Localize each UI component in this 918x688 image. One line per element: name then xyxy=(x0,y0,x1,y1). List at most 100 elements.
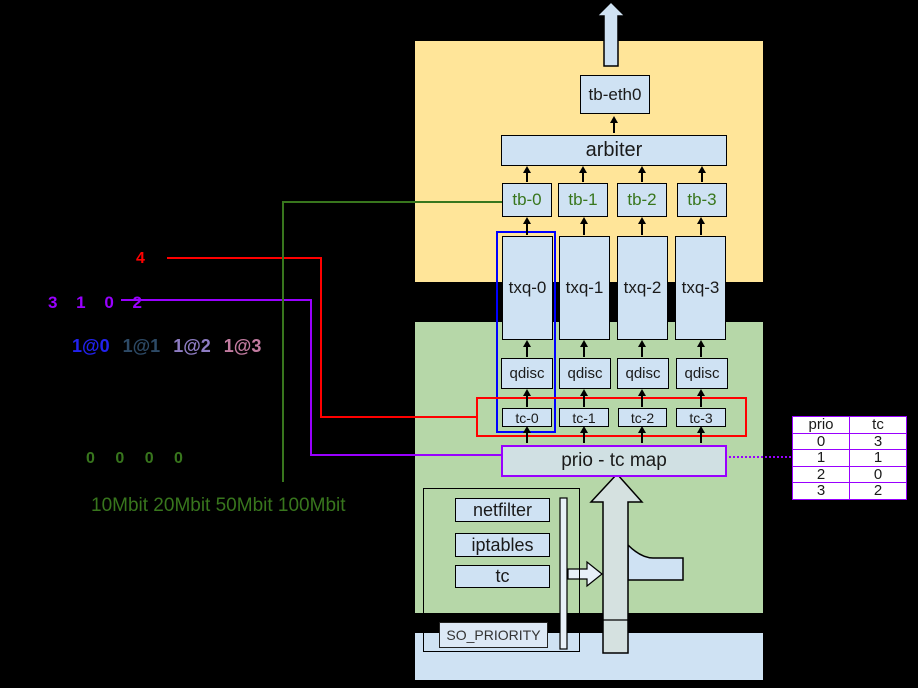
txq-1-label: txq-1 xyxy=(565,278,604,297)
dotted-map-table-line xyxy=(729,456,791,458)
green-connector-line xyxy=(282,201,284,482)
table-header-row: prio tc xyxy=(792,416,907,434)
queue-ids-label: 1@0 1@1 1@2 1@3 xyxy=(72,336,261,357)
txq-1-box: txq-1 xyxy=(559,236,610,340)
txq-3-label: txq-3 xyxy=(681,278,720,297)
prio-header: prio xyxy=(792,416,850,434)
table-cell: 2 xyxy=(792,465,850,483)
flow-arrow xyxy=(638,426,646,443)
so-priority-label: SO_PRIORITY xyxy=(446,627,541,643)
txq-2-box: txq-2 xyxy=(617,236,668,340)
table-row: 3 2 xyxy=(792,482,907,500)
purple-connector-line xyxy=(121,299,311,301)
qdisc-3-box: qdisc xyxy=(676,358,728,389)
queue-id-1: 1@1 xyxy=(122,336,161,356)
tc-row-highlight-rect xyxy=(476,397,747,437)
purple-connector-line xyxy=(310,299,312,456)
netfilter-box: netfilter xyxy=(455,498,550,522)
queue-id-3: 1@3 xyxy=(223,336,262,356)
tc-3-box: tc-3 xyxy=(676,408,726,427)
table-cell: 3 xyxy=(792,482,850,500)
tc-header: tc xyxy=(849,416,907,434)
flow-arrow xyxy=(523,426,531,443)
prio-tc-map-label: prio - tc map xyxy=(561,450,667,471)
table-cell: 0 xyxy=(849,465,907,483)
tc-2-box: tc-2 xyxy=(618,408,667,427)
queue-id-2: 1@2 xyxy=(173,336,211,356)
flow-arrow xyxy=(638,217,646,235)
flow-arrow xyxy=(697,389,705,407)
table-row: 1 1 xyxy=(792,449,907,467)
bands-value-label: 4 xyxy=(136,250,145,267)
table-cell: 1 xyxy=(792,449,850,467)
so-priority-box: SO_PRIORITY xyxy=(439,622,548,648)
flow-arrow xyxy=(697,426,705,443)
table-cell: 2 xyxy=(849,482,907,500)
qdisc-2-label: qdisc xyxy=(625,365,661,382)
tc-3-label: tc-3 xyxy=(689,409,713,426)
qdisc-0-box: qdisc xyxy=(501,358,553,389)
tb-2-box: tb-2 xyxy=(617,183,667,217)
txq-0-label: txq-0 xyxy=(508,278,547,297)
txq-0-box: txq-0 xyxy=(502,236,553,340)
qdisc-0-label: qdisc xyxy=(509,365,545,382)
tc-0-box: tc-0 xyxy=(502,408,552,427)
purple-connector-line xyxy=(310,454,502,456)
flow-arrow xyxy=(523,166,531,182)
arbiter-label: arbiter xyxy=(585,139,643,161)
prio-tc-table: prio tc 0 3 1 1 2 0 3 2 xyxy=(792,416,907,500)
table-cell: 0 xyxy=(792,432,850,450)
flow-arrow xyxy=(523,340,531,357)
netfilter-label: netfilter xyxy=(472,499,533,520)
flow-arrow xyxy=(638,340,646,357)
tc-tool-box: tc xyxy=(455,565,550,588)
tc-2-label: tc-2 xyxy=(630,409,655,426)
table-row: 2 0 xyxy=(792,465,907,483)
red-connector-line xyxy=(167,257,322,259)
table-cell: 1 xyxy=(849,449,907,467)
flow-arrow xyxy=(698,166,706,182)
tb-3-box: tb-3 xyxy=(677,183,727,217)
tools-container xyxy=(423,488,580,652)
tb-1-label: tb-1 xyxy=(568,190,598,209)
tb-0-label: tb-0 xyxy=(512,190,542,209)
tb-0-box: tb-0 xyxy=(502,183,552,217)
flow-arrow xyxy=(580,426,588,443)
flow-arrow xyxy=(638,166,646,182)
tc-1-label: tc-1 xyxy=(572,409,596,426)
tb-eth0-label: tb-eth0 xyxy=(588,84,642,104)
table-row: 0 3 xyxy=(792,432,907,450)
qdisc-1-label: qdisc xyxy=(567,365,603,382)
iptables-box: iptables xyxy=(455,533,550,557)
txq-2-label: txq-2 xyxy=(623,278,662,297)
prio-tc-map-box: prio - tc map xyxy=(501,445,727,477)
flow-arrow xyxy=(610,116,618,133)
flow-arrow xyxy=(697,217,705,235)
red-connector-line xyxy=(320,416,476,418)
qdisc-3-label: qdisc xyxy=(684,365,720,382)
flow-arrow xyxy=(580,340,588,357)
tb-2-label: tb-2 xyxy=(627,190,657,209)
flow-arrow xyxy=(523,389,531,407)
rates-label: 10Mbit 20Mbit 50Mbit 100Mbit xyxy=(91,495,346,516)
flow-arrow xyxy=(580,217,588,235)
flow-arrow xyxy=(523,217,531,235)
flow-arrow xyxy=(579,166,587,182)
tb-eth0-box: tb-eth0 xyxy=(580,75,650,114)
qdisc-2-box: qdisc xyxy=(617,358,669,389)
txq-3-box: txq-3 xyxy=(675,236,726,340)
priomap-values-label: 3 1 0 2 xyxy=(48,293,149,312)
queue-id-0: 1@0 xyxy=(72,336,110,356)
qdisc-1-box: qdisc xyxy=(559,358,611,389)
flow-arrow xyxy=(638,389,646,407)
table-cell: 3 xyxy=(849,432,907,450)
iptables-label: iptables xyxy=(471,534,534,555)
tc-0-label: tc-0 xyxy=(515,409,539,426)
tc-tool-label: tc xyxy=(495,566,510,586)
flow-arrow xyxy=(580,389,588,407)
red-connector-line xyxy=(320,257,322,418)
tb-1-box: tb-1 xyxy=(558,183,608,217)
tb-3-label: tb-3 xyxy=(687,190,717,209)
flow-arrow xyxy=(697,340,705,357)
